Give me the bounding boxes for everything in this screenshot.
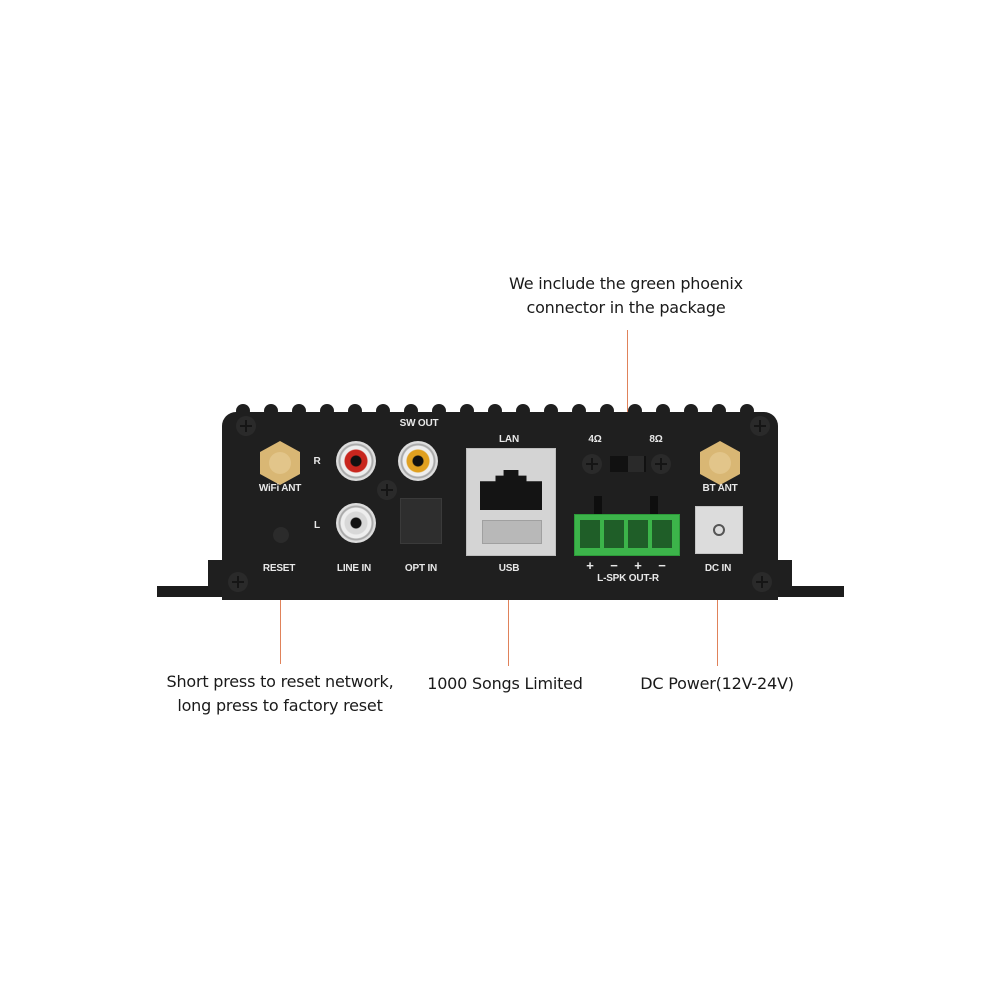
phoenix-pin-tab xyxy=(594,496,602,514)
phoenix-callout: We include the green phoenix connector i… xyxy=(500,272,752,320)
phoenix-terminal[interactable] xyxy=(604,520,624,548)
spk-polarity-r-minus: − xyxy=(658,558,666,573)
screw-icon xyxy=(651,454,671,474)
lan-label: LAN xyxy=(499,434,519,445)
reset-callout-line1: Short press to reset network, xyxy=(166,672,394,691)
usb-callout: 1000 Songs Limited xyxy=(415,672,595,696)
ohm-4-label: 4Ω xyxy=(588,434,602,445)
bt-ant-label: BT ANT xyxy=(702,483,738,494)
dc-callout-text: DC Power(12V-24V) xyxy=(640,674,794,693)
usb-port[interactable] xyxy=(482,520,542,544)
spk-polarity-l-plus: + xyxy=(586,558,594,573)
usb-leader-line xyxy=(508,578,509,666)
impedance-switch-knob[interactable] xyxy=(628,456,644,472)
ohm-8-label: 8Ω xyxy=(649,434,663,445)
phoenix-callout-line2: connector in the package xyxy=(526,298,726,317)
spk-polarity-l-minus: − xyxy=(610,558,618,573)
phoenix-pin-tab xyxy=(650,496,658,514)
reset-callout-line2: long press to factory reset xyxy=(177,696,383,715)
phoenix-terminal[interactable] xyxy=(652,520,672,548)
screw-icon xyxy=(582,454,602,474)
phoenix-callout-line1: We include the green phoenix xyxy=(509,274,743,293)
phoenix-terminal[interactable] xyxy=(628,520,648,548)
bt-antenna-connector[interactable] xyxy=(700,441,740,485)
line-in-left-jack[interactable] xyxy=(336,503,376,543)
wifi-antenna-connector[interactable] xyxy=(260,441,300,485)
reset-callout: Short press to reset network, long press… xyxy=(160,670,400,718)
reset-button[interactable] xyxy=(273,527,289,543)
phoenix-terminal[interactable] xyxy=(580,520,600,548)
rca-left-label: L xyxy=(314,520,320,531)
sw-out-label: SW OUT xyxy=(399,418,439,429)
optical-in-port[interactable] xyxy=(400,498,442,544)
dc-in-label: DC IN xyxy=(704,563,732,574)
rca-right-label: R xyxy=(313,456,321,467)
usb-callout-text: 1000 Songs Limited xyxy=(427,674,583,693)
screw-icon xyxy=(750,416,770,436)
spk-polarity-r-plus: + xyxy=(634,558,642,573)
opt-in-label: OPT IN xyxy=(404,563,438,574)
screw-icon xyxy=(752,572,772,592)
dc-leader-line xyxy=(717,578,718,666)
wifi-ant-label: WiFi ANT xyxy=(258,483,302,494)
screw-icon xyxy=(228,572,248,592)
usb-label: USB xyxy=(498,563,520,574)
screw-icon xyxy=(377,480,397,500)
sw-out-jack[interactable] xyxy=(398,441,438,481)
line-in-right-jack[interactable] xyxy=(336,441,376,481)
dc-in-pin xyxy=(713,524,725,536)
screw-icon xyxy=(236,416,256,436)
line-in-label: LINE IN xyxy=(336,563,372,574)
reset-leader-line xyxy=(280,578,281,664)
dc-callout: DC Power(12V-24V) xyxy=(622,672,812,696)
spk-out-label: L-SPK OUT-R xyxy=(597,573,659,584)
reset-label: RESET xyxy=(262,563,296,574)
